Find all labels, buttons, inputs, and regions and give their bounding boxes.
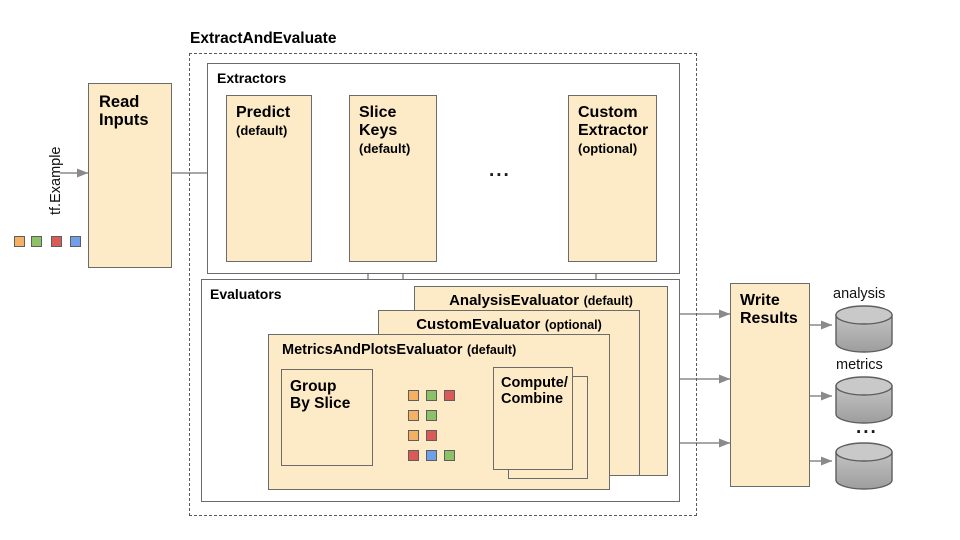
slice-swatch [408,450,419,461]
extractor-node-custom[interactable]: Custom Extractor (optional) [568,95,657,262]
custom-extractor-qualifier: (optional) [578,140,638,156]
swatch-orange [14,236,25,247]
extract-and-evaluate-title: ExtractAndEvaluate [190,30,337,47]
swatch-red [51,236,62,247]
slice-swatch [408,430,419,441]
evaluators-label: Evaluators [210,286,282,302]
group-by-slice-line1: Group [290,378,337,395]
slice-keys-qualifier: (default) [359,140,411,156]
extractors-label: Extractors [217,70,287,86]
write-results-line2: Results [740,309,798,327]
extractor-node-predict[interactable]: Predict (default) [226,95,312,262]
extractor-node-slice-keys[interactable]: Slice Keys (default) [349,95,437,262]
slice-keys-line2: Keys [359,121,398,139]
compute-combine-line1: Compute/ [501,375,568,391]
read-inputs-line1: Read [99,93,140,111]
output-label-analysis: analysis [833,286,886,302]
custom-evaluator-qualifier: (optional) [544,318,602,332]
slice-swatch [426,430,437,441]
read-inputs-label: Read Inputs [89,84,171,130]
write-results-line1: Write [740,292,780,309]
slice-swatch [408,410,419,421]
metrics-evaluator-qualifier: (default) [466,343,517,357]
slice-swatch [426,390,437,401]
output-label-metrics: metrics [836,357,883,373]
cylinder-analysis [835,305,893,353]
slice-swatch [426,410,437,421]
output-label-more: ... [856,417,878,438]
predict-qualifier: (default) [236,122,288,138]
custom-extractor-line1: Custom [578,104,638,121]
input-label: tf.Example [48,146,64,216]
metrics-evaluator-label: MetricsAndPlotsEvaluator [282,342,463,358]
input-swatches [14,236,84,252]
slice-swatch [444,450,455,461]
group-by-slice-line2: By Slice [290,395,351,413]
analysis-evaluator-qualifier: (default) [583,294,633,308]
write-results-node[interactable]: Write Results [730,283,810,487]
cylinder-more [835,442,893,490]
slice-swatch [444,390,455,401]
custom-evaluator-label: CustomEvaluator [416,316,541,333]
slice-swatch [426,450,437,461]
slice-swatch [408,390,419,401]
slice-groups [408,390,464,468]
extract-and-evaluate-group [189,53,697,516]
extractors-ellipsis: ... [489,160,511,181]
swatch-green [31,236,42,247]
compute-combine-node[interactable]: Compute/ Combine [493,367,573,470]
analysis-evaluator-label: AnalysisEvaluator [449,292,580,309]
compute-combine-line2: Combine [501,391,564,408]
custom-extractor-line2: Extractor [578,121,649,139]
read-inputs-node[interactable]: Read Inputs [88,83,172,268]
read-inputs-line2: Inputs [99,111,149,130]
slice-keys-line1: Slice [359,104,397,121]
swatch-blue [70,236,81,247]
predict-title: Predict [236,104,291,121]
group-by-slice-node[interactable]: Group By Slice [281,369,373,466]
